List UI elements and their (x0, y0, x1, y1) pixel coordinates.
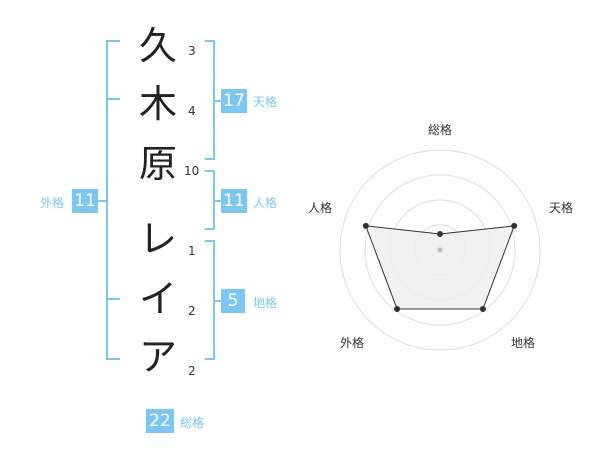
radar-ring-3 (364, 174, 516, 326)
chikaku-bracket-bottom (205, 358, 215, 360)
given-strokes-1: 1 (188, 244, 196, 258)
radar-point-2 (479, 306, 486, 313)
tenkaku-connector (213, 100, 222, 102)
gaikaku-badge: 11 (72, 189, 98, 213)
radar-label-gaikaku: 外格 (340, 336, 365, 350)
radar-point-0 (437, 231, 443, 237)
surname-char-2: 木 (138, 82, 177, 126)
soukaku-label: 総格 (180, 416, 205, 430)
jinkaku-connector (213, 200, 222, 202)
gaikaku-bracket-bottom (106, 358, 120, 360)
given-char-3: ア (138, 335, 177, 379)
radar-label-chikaku: 地格 (511, 336, 536, 350)
given-char-1: レ (138, 217, 177, 261)
radar-point-3 (394, 306, 401, 313)
gaikaku-bracket-top (106, 40, 120, 42)
surname-strokes-3: 10 (184, 164, 200, 178)
jinkaku-bracket-bottom (205, 228, 215, 230)
radar-label-soukaku: 総格 (428, 123, 453, 137)
surname-char-3: 原 (138, 142, 177, 186)
soukaku-badge: 22 (146, 409, 174, 433)
gaikaku-connector (98, 200, 107, 202)
gaikaku-bracket-mid-1 (106, 98, 120, 100)
given-strokes-3: 2 (188, 364, 196, 378)
gaikaku-label: 外格 (40, 196, 65, 210)
given-strokes-2: 2 (188, 304, 196, 318)
tenkaku-label: 天格 (253, 95, 278, 109)
radar-polygon (365, 225, 515, 310)
chikaku-label: 地格 (253, 296, 278, 310)
chikaku-connector (213, 300, 222, 302)
gaikaku-bracket-mid-2 (106, 298, 120, 300)
surname-strokes-2: 4 (188, 104, 196, 118)
tenkaku-bracket-top (205, 40, 215, 42)
given-char-2: イ (138, 277, 177, 321)
tenkaku-bracket-bottom (205, 158, 215, 160)
radar-label-jinkaku: 人格 (308, 201, 333, 215)
surname-char-1: 久 (138, 24, 177, 68)
chikaku-badge: 5 (221, 289, 245, 313)
surname-strokes-1: 3 (188, 44, 196, 58)
radar-ring-4 (339, 149, 541, 351)
chikaku-bracket-top (205, 240, 215, 242)
tenkaku-badge: 17 (221, 89, 247, 113)
jinkaku-bracket-top (205, 170, 215, 172)
radar-point-1 (511, 222, 518, 229)
gaikaku-bracket-vertical (106, 40, 108, 360)
jinkaku-label: 人格 (253, 196, 278, 210)
radar-center-dot (437, 247, 443, 253)
radar-label-tenkaku: 天格 (549, 201, 574, 215)
radar-point-4 (362, 222, 369, 229)
jinkaku-badge: 11 (221, 189, 247, 213)
